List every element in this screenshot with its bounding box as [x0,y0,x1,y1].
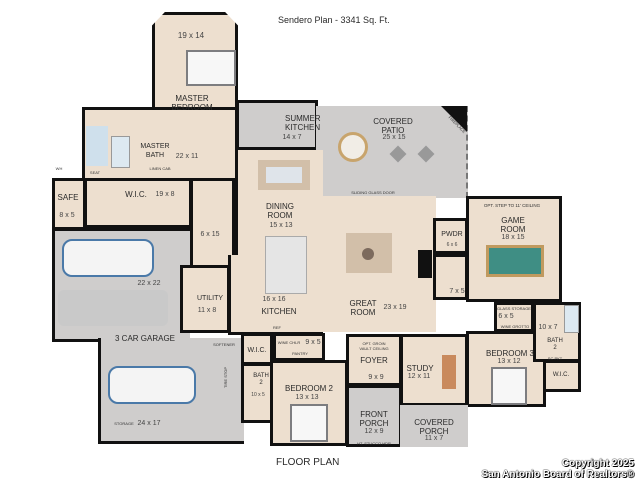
game-room-size: 18 x 15 [501,234,525,241]
kitchen-size: 16 x 16 [262,296,286,303]
hall-size: 6 x 15 [200,231,220,238]
bathtub-icon [564,305,579,333]
wh-label: WH [55,166,63,171]
kitchen-label: KITCHEN [261,307,297,316]
pantry-note: WINE CHLR [277,340,301,345]
master-bath-size: 22 x 11 [175,153,199,160]
utility-label: UTILITY [196,295,224,302]
coffee-table-icon [362,248,374,260]
bedroom-3-label: BEDROOM 3 [485,349,535,358]
car-icon [108,366,196,404]
foyer-size: 9 x 9 [368,374,384,381]
foyer-note: OPT. GROIN VAULT CEILING [359,341,389,351]
front-porch-size: 12 x 9 [364,428,384,435]
copyright-line-2: San Antonio Board of Realtors® [481,469,634,480]
master-wic-label: W.I.C. [125,190,147,199]
front-porch-label: FRONT PORCH [359,410,389,428]
bed-icon [290,404,328,442]
wic-3 [543,360,581,392]
foyer [346,334,402,386]
wine-grotto [494,302,534,332]
patio-table-icon [338,132,368,162]
pool-table-icon [486,245,544,277]
sc-pkt-label: SC PKT [547,356,563,361]
safe-size: 8 x 5 [59,212,75,219]
covered-patio-size: 25 x 15 [382,134,406,141]
bedroom-2-label: BEDROOM 2 [284,384,334,393]
truck-icon [58,290,168,326]
wic-2-label: W.I.C. [247,347,267,354]
bed-icon [491,367,527,405]
laundry-nook [433,254,468,300]
powder-label: PWDR [441,231,463,238]
desk-icon [442,355,456,389]
study-size: 12 x 11 [407,373,431,380]
master-bedroom-size: 19 x 14 [177,31,205,40]
bath-2b-label: BATH 2 [547,338,563,351]
game-room-label: GAME ROOM [500,216,526,234]
study-label: STUDY [406,364,434,373]
sliding-door-label: SLIDING GLASS DOOR [351,190,395,195]
bath-2b-size: 10 x 7 [538,324,558,331]
garage-size: 22 x 22 [137,280,161,287]
great-room-label: GREAT ROOM [349,299,377,317]
powder-size: 6 x 6 [446,242,458,248]
bed-icon [186,50,236,86]
plan-title: Sendero Plan - 3341 Sq. Ft. [278,15,390,25]
storage-size: 24 x 17 [137,420,161,427]
garage-label: 3 CAR GARAGE [114,334,176,343]
summer-kitchen-size: 14 x 7 [282,134,302,141]
wic-3-label: W.I.C. [552,372,570,378]
pantry-label: PANTRY [292,351,308,356]
bedroom-3-size: 13 x 12 [497,358,521,365]
bathtub-icon [111,136,130,168]
safe-label: SAFE [57,193,79,202]
summer-kitchen-label: SUMMER KITCHEN [285,114,321,132]
glass-storage-label: GLASS STORAGE [497,306,531,311]
master-bedroom-label: MASTER BEDROOM [171,94,213,112]
kitchen-ref-label: REF [273,325,281,330]
tire-stop-label: TIRE STOP [223,366,229,389]
covered-patio-label: COVERED PATIO [373,117,413,135]
safe [52,178,86,230]
great-room-size: 23 x 19 [383,304,407,311]
linen-cab-label: LINEN CAB [149,166,171,171]
nook-size: 7 x 5 [449,288,465,295]
pantry [273,333,325,361]
bath-2a-size: 10 x 5 [251,392,265,398]
wine-grotto-label: WINE GROTTO [500,324,530,329]
pantry-size: 9 x 5 [305,339,321,346]
utility [180,265,230,333]
powder [433,218,468,254]
master-wic-size: 19 x 8 [155,191,175,198]
copyright-line-1: Copyright 2025 [561,458,634,469]
wine-grotto-size: 6 x 5 [498,313,514,320]
bedroom-2-size: 13 x 13 [295,394,319,401]
fireplace-icon [418,250,432,278]
dining-room-size: 15 x 13 [269,222,293,229]
utility-size: 11 x 8 [197,307,217,314]
master-bath-label: MASTER BATH [140,143,170,159]
seat-label: SEAT [89,170,101,175]
dining-room-label: DINING ROOM [266,202,294,220]
car-icon [62,239,154,277]
covered-porch-size: 11 x 7 [424,435,444,442]
floor-plan-label: FLOOR PLAN [276,457,340,468]
softener-label: SOFTENER [213,342,235,347]
game-room-note: OPT. STEP TO 11' CEILING [483,203,541,208]
dining-table-top [266,167,302,183]
hall [190,178,235,268]
covered-porch [400,405,468,447]
front-porch-note: HT. STUCCO HDR [357,441,391,446]
master-wic [84,178,192,228]
storage-label: STORAGE [114,421,134,426]
kitchen-island-icon [265,236,307,294]
foyer-label: FOYER [360,356,388,365]
covered-porch-label: COVERED PORCH [414,418,454,436]
bath-2a-label: BATH 2 [253,373,269,386]
shower-icon [86,126,108,166]
study [400,334,468,406]
